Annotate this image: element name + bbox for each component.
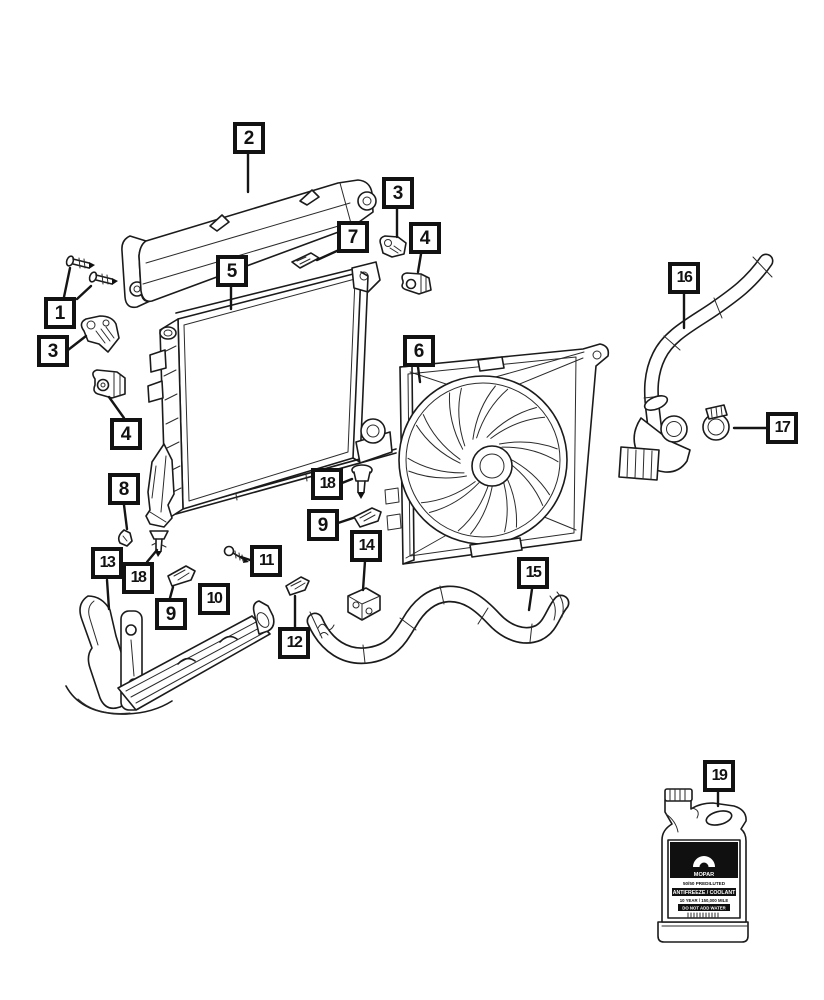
callout-10-label: 10 — [206, 590, 223, 607]
callout-19-label: 19 — [711, 767, 728, 784]
callout-10[interactable]: 10 — [198, 583, 230, 615]
callout-16-label: 16 — [676, 269, 693, 286]
callout-11[interactable]: 11 — [250, 545, 282, 577]
coolant-bottle-drawing: MOPAR 50/50 PREDILUTED ANTIFREEZE / COOL… — [657, 788, 749, 943]
callout-9-right[interactable]: 9 — [307, 509, 339, 541]
callout-6[interactable]: 6 — [403, 335, 435, 367]
callout-4-right[interactable]: 4 — [409, 222, 441, 254]
callout-4-left[interactable]: 4 — [110, 418, 142, 450]
leader-lines — [62, 152, 768, 808]
callout-9-left[interactable]: 9 — [155, 598, 187, 630]
callout-4-label: 4 — [120, 423, 132, 445]
callout-11-label: 11 — [259, 552, 274, 569]
bottle-line1-text: 50/50 PREDILUTED — [683, 881, 726, 886]
callout-8[interactable]: 8 — [108, 473, 140, 505]
callout-19[interactable]: 19 — [703, 760, 735, 792]
callout-2[interactable]: 2 — [233, 122, 265, 154]
callout-3-label: 3 — [392, 182, 404, 204]
callout-14[interactable]: 14 — [350, 530, 382, 562]
callout-3-left[interactable]: 3 — [37, 335, 69, 367]
callout-13-label: 13 — [99, 554, 116, 571]
callout-18-label: 18 — [130, 569, 147, 586]
bottle-line2-text: ANTIFREEZE / COOLANT — [673, 890, 736, 896]
callout-17[interactable]: 17 — [766, 412, 798, 444]
callout-1-label: 1 — [54, 302, 66, 324]
callout-17-label: 17 — [774, 419, 791, 436]
callout-9-label: 9 — [317, 514, 329, 536]
callout-14-label: 14 — [358, 537, 375, 554]
bottle-line4-text: DO NOT ADD WATER — [682, 905, 726, 910]
bottle-line3-text: 10 YEAR / 150,000 MILE — [680, 898, 729, 903]
callout-18-right[interactable]: 18 — [311, 468, 343, 500]
callout-15[interactable]: 15 — [517, 557, 549, 589]
callout-7-label: 7 — [347, 226, 359, 248]
callout-12-label: 12 — [286, 634, 303, 651]
callout-8-label: 8 — [118, 478, 130, 500]
callout-18-left[interactable]: 18 — [122, 562, 154, 594]
hose-clamp-drawing — [702, 404, 730, 441]
callout-13[interactable]: 13 — [91, 547, 123, 579]
bottle-brand-text: MOPAR — [694, 872, 714, 878]
callout-5-label: 5 — [226, 260, 238, 282]
callout-2-label: 2 — [243, 127, 255, 149]
callout-5[interactable]: 5 — [216, 255, 248, 287]
upper-shroud-drawing — [121, 179, 377, 309]
callout-4-label: 4 — [419, 227, 431, 249]
callout-15-label: 15 — [525, 564, 542, 581]
callout-7[interactable]: 7 — [337, 221, 369, 253]
radiator-drawing — [145, 261, 393, 528]
callout-12[interactable]: 12 — [278, 627, 310, 659]
callout-1[interactable]: 1 — [44, 297, 76, 329]
callout-18-label: 18 — [319, 475, 336, 492]
callout-3-label: 3 — [47, 340, 59, 362]
lower-hose-drawing — [306, 585, 570, 665]
lower-shield-drawing — [65, 595, 275, 715]
callout-16[interactable]: 16 — [668, 262, 700, 294]
upper-hose-drawing — [618, 253, 774, 481]
fan-module-drawing — [384, 343, 610, 565]
callout-3-right[interactable]: 3 — [382, 177, 414, 209]
fasteners-drawing — [65, 235, 432, 621]
callout-9-label: 9 — [165, 603, 177, 625]
callout-6-label: 6 — [413, 340, 425, 362]
